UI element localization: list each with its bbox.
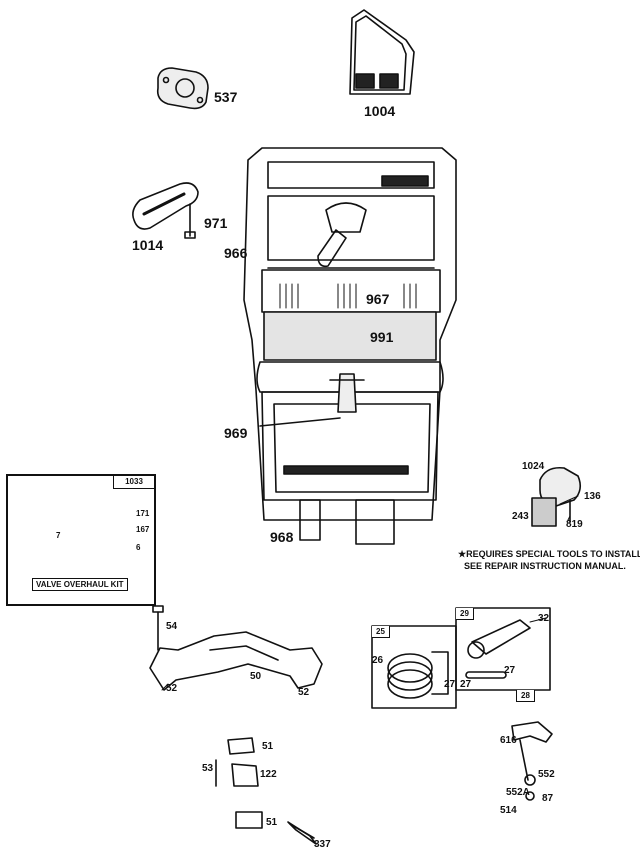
label-54: 54: [166, 621, 178, 632]
label-27-left: 27: [444, 679, 456, 690]
label-51-top: 51: [262, 741, 274, 752]
label-122: 122: [260, 769, 277, 780]
label-53: 53: [202, 763, 214, 774]
blower-housing-drawing: [243, 147, 457, 545]
label-971: 971: [204, 215, 228, 231]
label-337: 337: [314, 839, 331, 850]
label-537: 537: [214, 89, 238, 105]
box-29-header: 29: [456, 608, 474, 620]
label-51-bottom: 51: [266, 817, 278, 828]
module-1024-drawing: [531, 466, 582, 527]
label-32: 32: [538, 613, 550, 624]
label-27-mid: 27: [504, 665, 516, 676]
label-87: 87: [542, 793, 554, 804]
label-552: 552: [538, 769, 555, 780]
kit-gasket-number: 7: [56, 531, 61, 540]
filter-1004-drawing: [349, 9, 415, 95]
label-991: 991: [370, 329, 394, 345]
label-27-low: 27: [460, 679, 472, 690]
label-514: 514: [500, 805, 517, 816]
label-967: 967: [366, 291, 390, 307]
label-966: 966: [224, 245, 248, 261]
kit-item-1: 171: [136, 509, 150, 518]
label-50: 50: [250, 671, 262, 682]
label-1004: 1004: [364, 103, 396, 119]
kit-item-3: 6: [136, 543, 141, 552]
manifold-50-drawing: [149, 605, 323, 691]
note-line-1: ★REQUIRES SPECIAL TOOLS TO INSTALL.: [458, 549, 640, 559]
label-52-right: 52: [298, 687, 310, 698]
gasket-537-drawing: [156, 67, 209, 110]
box-25-header: 25: [372, 626, 390, 638]
label-26: 26: [372, 655, 384, 666]
label-1014: 1014: [132, 237, 164, 253]
kit-code: 1033: [113, 476, 154, 489]
kit-item-2: 167: [136, 525, 150, 534]
label-1024: 1024: [522, 461, 545, 472]
piston-assembly-drawing: [371, 607, 551, 709]
bracket-1014-drawing: [132, 182, 199, 239]
linkage-616-drawing: [511, 721, 553, 801]
carburetor-parts-drawing: [215, 737, 317, 845]
label-552a: 552A: [506, 787, 530, 798]
label-969: 969: [224, 425, 248, 441]
label-52-left: 52: [166, 683, 178, 694]
label-243: 243: [512, 511, 529, 522]
note-line-2: SEE REPAIR INSTRUCTION MANUAL.: [464, 561, 626, 571]
label-819: 819: [566, 519, 583, 530]
valve-overhaul-kit-box: 1033 7 171 167 6 VALVE OVERHAUL KIT: [6, 474, 156, 606]
box-28-header: 28: [516, 690, 535, 702]
label-616: 616: [500, 735, 517, 746]
label-136: 136: [584, 491, 601, 502]
special-tools-note: ★REQUIRES SPECIAL TOOLS TO INSTALL. SEE …: [458, 548, 640, 572]
label-968: 968: [270, 529, 294, 545]
kit-title: VALVE OVERHAUL KIT: [32, 578, 128, 591]
